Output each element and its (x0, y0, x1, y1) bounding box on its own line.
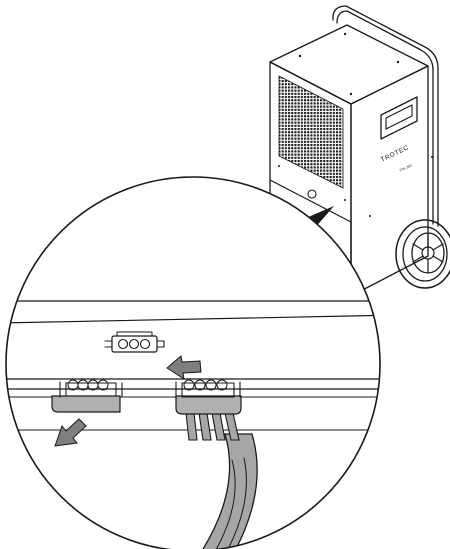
transport-wheel (395, 219, 450, 289)
model-label: TTK 350 (399, 163, 413, 173)
arrow-down-left-icon (54, 418, 87, 447)
detail-magnifier (5, 176, 381, 549)
arrow-left-icon (166, 355, 202, 381)
cable-plug (175, 379, 258, 549)
housing-connector-socket (104, 331, 165, 353)
removed-plug (51, 379, 123, 413)
brand-logo: TROTEC (380, 144, 410, 164)
